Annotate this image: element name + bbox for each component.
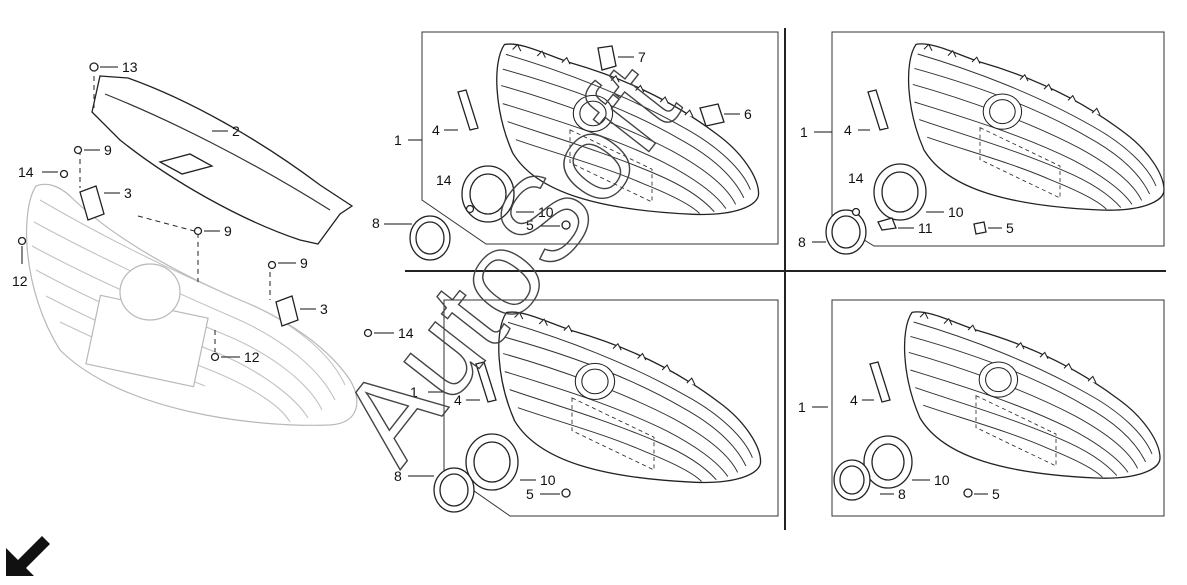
callout-7: 7 (638, 49, 646, 65)
callout-14: 14 (398, 325, 414, 341)
callout-4: 4 (454, 392, 462, 408)
callout-6: 6 (744, 106, 752, 122)
callout-1: 1 (394, 132, 402, 148)
callout-14: 14 (848, 170, 864, 186)
callout-4: 4 (850, 392, 858, 408)
callout-10: 10 (538, 204, 554, 220)
callout-8: 8 (372, 215, 380, 231)
callout-1: 1 (798, 399, 806, 415)
callout-5: 5 (992, 486, 1000, 502)
callout-12: 12 (12, 273, 28, 289)
callout-4: 4 (844, 122, 852, 138)
callout-13: 13 (122, 59, 138, 75)
callout-5: 5 (1006, 220, 1014, 236)
callout-5: 5 (526, 217, 534, 233)
callout-2: 2 (232, 123, 240, 139)
callout-1: 1 (410, 384, 418, 400)
callout-14: 14 (18, 164, 34, 180)
callout-11: 11 (918, 220, 933, 236)
callout-9: 9 (104, 142, 112, 158)
left-callouts: 13 2 9 14 3 9 12 9 3 14 12 (12, 59, 414, 365)
callout-10: 10 (934, 472, 950, 488)
callout-9: 9 (300, 255, 308, 271)
callout-10: 10 (948, 204, 964, 220)
callout-12: 12 (244, 349, 260, 365)
variant-panel-d: 1 4 10 8 5 (798, 299, 1165, 517)
callout-8: 8 (394, 468, 402, 484)
variant-panel-c: 1 4 10 8 5 (394, 299, 779, 517)
variant-panel-b: 1 4 14 10 11 5 8 (798, 31, 1165, 255)
callout-10: 10 (540, 472, 556, 488)
callout-8: 8 (898, 486, 906, 502)
variant-panel-a: 1 4 7 6 14 10 8 5 (372, 31, 779, 261)
upper-cover (91, 75, 354, 245)
exploded-assembly (17, 62, 373, 426)
callout-3: 3 (124, 185, 132, 201)
callout-1: 1 (800, 124, 808, 140)
bracket-lower (275, 295, 299, 327)
arrow-down-left-icon (6, 536, 50, 576)
callout-4: 4 (432, 122, 440, 138)
callout-9: 9 (224, 223, 232, 239)
bracket-upper (79, 185, 105, 221)
callout-8: 8 (798, 234, 806, 250)
callout-3: 3 (320, 301, 328, 317)
callout-14: 14 (436, 172, 452, 188)
callout-5: 5 (526, 486, 534, 502)
